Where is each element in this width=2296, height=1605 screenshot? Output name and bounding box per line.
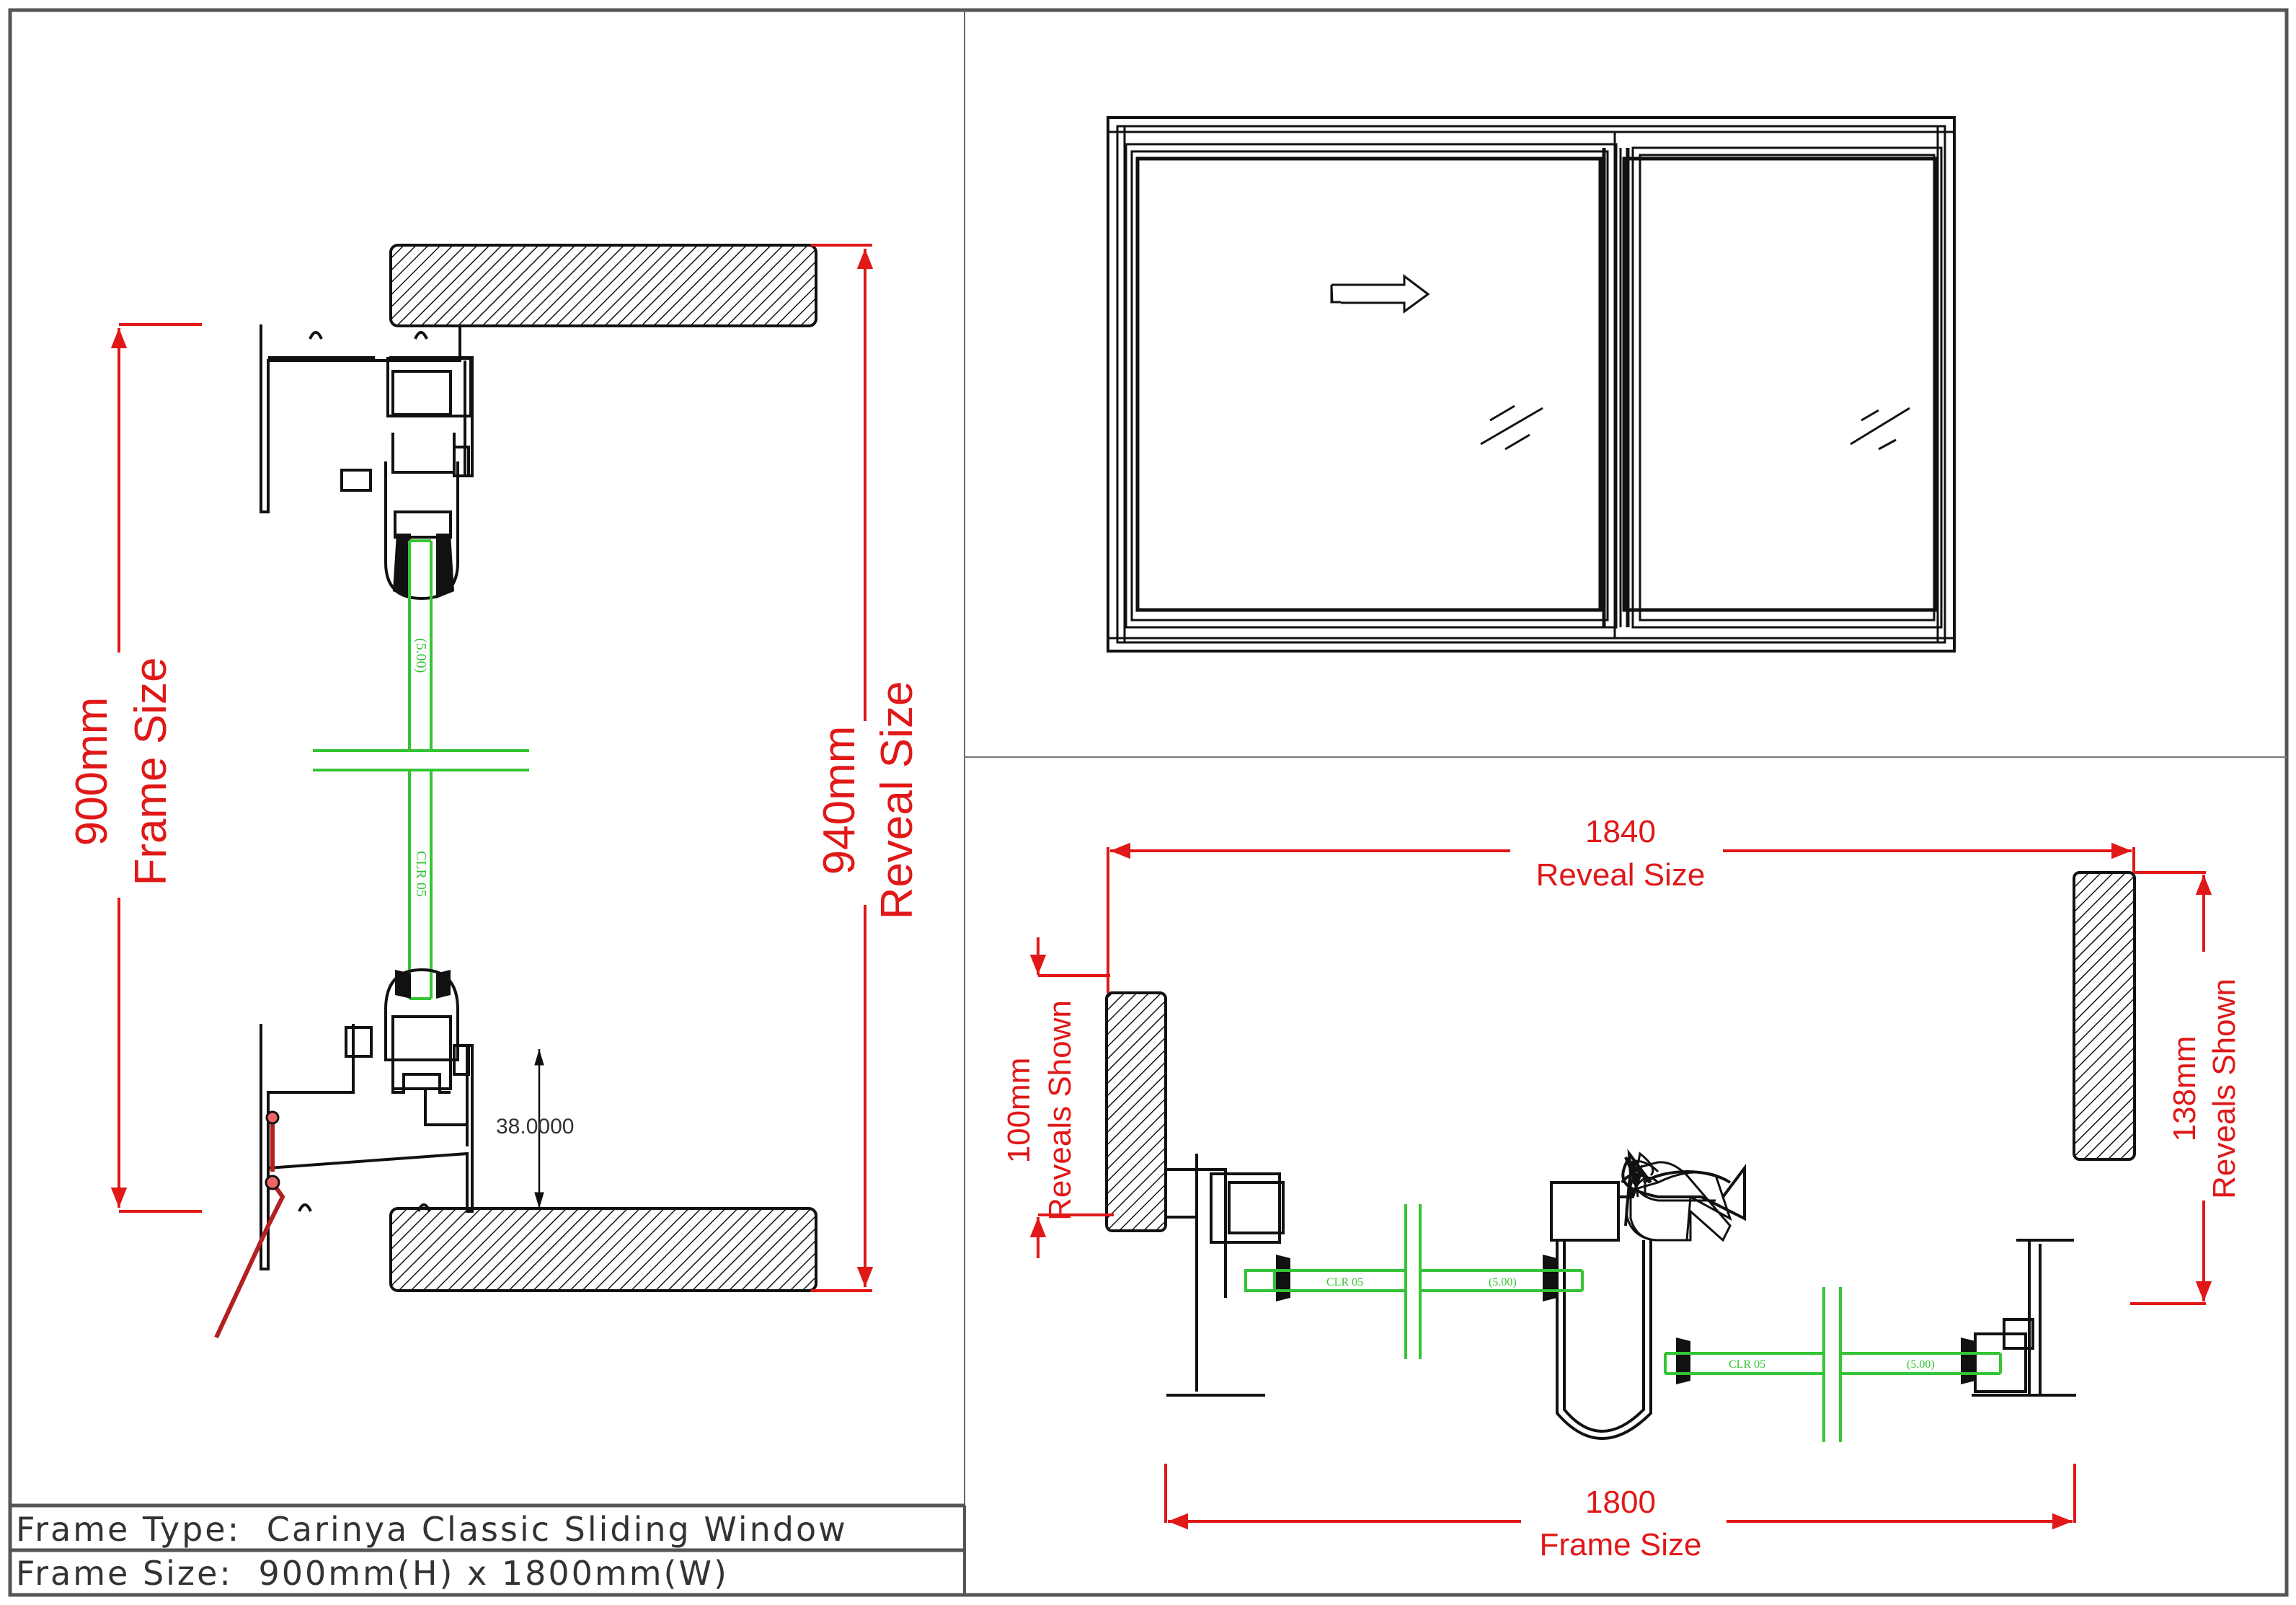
frame-width-dimension — [1164, 1464, 2076, 1530]
head-profile — [260, 324, 474, 601]
right-reveal-value: 138mm — [2167, 1036, 2202, 1142]
reveal-width-dimension — [1107, 842, 2135, 993]
left-jamb-profile — [1166, 1154, 1285, 1397]
left-reveal-dimension — [1029, 937, 1114, 1258]
glass-type-label: CLR 05 — [413, 851, 429, 897]
window-elevation — [1107, 116, 1956, 653]
frame-height-value: 900mm — [67, 697, 117, 846]
glass-right-type-label: CLR 05 — [1729, 1358, 1765, 1371]
reveal-height-label: Reveal Size — [872, 681, 922, 920]
sill-profile — [260, 968, 474, 1270]
head-glazing-wedge — [393, 534, 454, 598]
left-reveal-label: Reveals Shown — [1042, 1000, 1078, 1221]
frame-size-value: 900mm(H) x 1800mm(W) — [259, 1554, 729, 1593]
frame-size-label: Frame Size: — [16, 1554, 233, 1593]
reveal-width-value: 1840 — [1585, 814, 1656, 849]
frame-type-label: Frame Type: — [16, 1510, 241, 1549]
frame-size-row: Frame Size: 900mm(H) x 1800mm(W) — [16, 1554, 729, 1593]
frame-width-label: Frame Size — [1540, 1527, 1702, 1562]
frame-height-dimension — [110, 323, 202, 1213]
glass-left-type-label: CLR 05 — [1326, 1276, 1363, 1288]
glass-left-thickness-label: (5.00) — [1489, 1276, 1517, 1288]
right-sash — [1622, 146, 1943, 629]
reveal-width-label: Reveal Size — [1536, 857, 1706, 893]
frame-height-label: Frame Size — [126, 658, 176, 886]
sill-reveal-timber — [389, 1207, 817, 1292]
glass-hatch-icon — [1480, 404, 1543, 451]
reveal-height-value: 940mm — [815, 726, 864, 875]
right-reveal-dimension — [2130, 871, 2212, 1305]
right-reveal-label: Reveals Shown — [2207, 978, 2242, 1199]
glass-right-thickness-label: (5.00) — [1907, 1358, 1935, 1371]
reveal-height-dimension — [811, 244, 874, 1292]
glass-thickness-label: (5.00) — [413, 638, 429, 673]
sheet-border — [8, 8, 2289, 1597]
left-jamb-reveal — [1105, 991, 1167, 1232]
slide-direction-arrow-icon — [1330, 273, 1430, 314]
frame-type-value: Carinya Classic Sliding Window — [267, 1510, 848, 1549]
left-sash — [1125, 143, 1618, 629]
sill-dimension-label: 38.0000 — [496, 1115, 574, 1138]
frame-type-row: Frame Type: Carinya Classic Sliding Wind… — [16, 1510, 848, 1549]
head-reveal-timber — [389, 244, 817, 327]
glass-hatch-icon — [1850, 407, 1910, 451]
title-block: Frame Type: Carinya Classic Sliding Wind… — [10, 1503, 966, 1595]
glass-pane-left — [1244, 1204, 1584, 1359]
frame-width-value: 1800 — [1585, 1485, 1656, 1520]
glazing-wedges — [1276, 1255, 1975, 1384]
right-jamb-reveal — [2073, 871, 2136, 1161]
glass-pane-right — [1664, 1287, 2002, 1442]
left-reveal-value: 100mm — [1001, 1058, 1037, 1164]
glass-pane-vertical — [313, 539, 529, 1000]
plan-section: CLR 05 (5.00) CLR 05 (5.00) 1840 Reveal … — [1001, 814, 2242, 1562]
interlock-profile — [1550, 1149, 1746, 1440]
sill-flashing — [214, 1118, 285, 1339]
vertical-section: (5.00) CLR 05 38.0000 — [67, 244, 922, 1339]
sill-glazing-wedge — [395, 970, 451, 999]
right-jamb-profile — [1972, 1239, 2076, 1397]
